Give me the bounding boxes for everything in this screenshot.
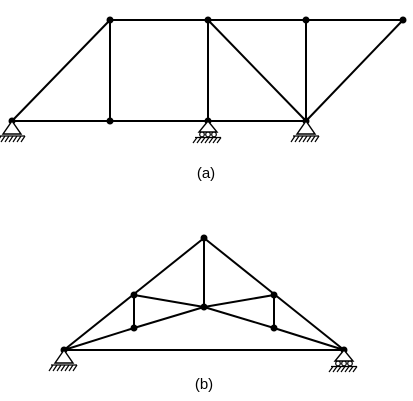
pin-support-icon (0, 119, 26, 143)
truss-a-node (399, 16, 407, 24)
truss-b-node (270, 324, 278, 332)
caption-b: (b) (195, 376, 213, 393)
truss-a-inner-diagonal (207, 19, 307, 122)
roller-support-icon (328, 348, 358, 373)
roller-support-icon (192, 119, 222, 144)
truss-b-node (130, 324, 138, 332)
truss-b-right-inner-diagonal (203, 306, 275, 329)
truss-b-node (130, 291, 138, 299)
truss-b-right-lower-chord (273, 327, 345, 351)
truss-b-left-lower-chord (63, 327, 135, 351)
truss-b (63, 237, 345, 351)
truss-b-right-strut (203, 294, 275, 308)
truss-b-left-inner-diagonal (133, 306, 205, 329)
truss-a-right-diagonal (305, 19, 404, 122)
truss-a-node (302, 16, 310, 24)
truss-a-node (204, 16, 212, 24)
truss-a (11, 19, 404, 122)
truss-a-left-diagonal (11, 19, 111, 122)
truss-a-node (106, 117, 114, 125)
truss-b-node (200, 303, 208, 311)
truss-a-node (106, 16, 114, 24)
caption-a: (a) (197, 165, 215, 182)
pin-support-icon (290, 119, 320, 143)
truss-b-left-strut (133, 294, 205, 308)
pin-support-icon (48, 348, 78, 372)
truss-b-node (200, 234, 208, 242)
truss-b-node (270, 291, 278, 299)
